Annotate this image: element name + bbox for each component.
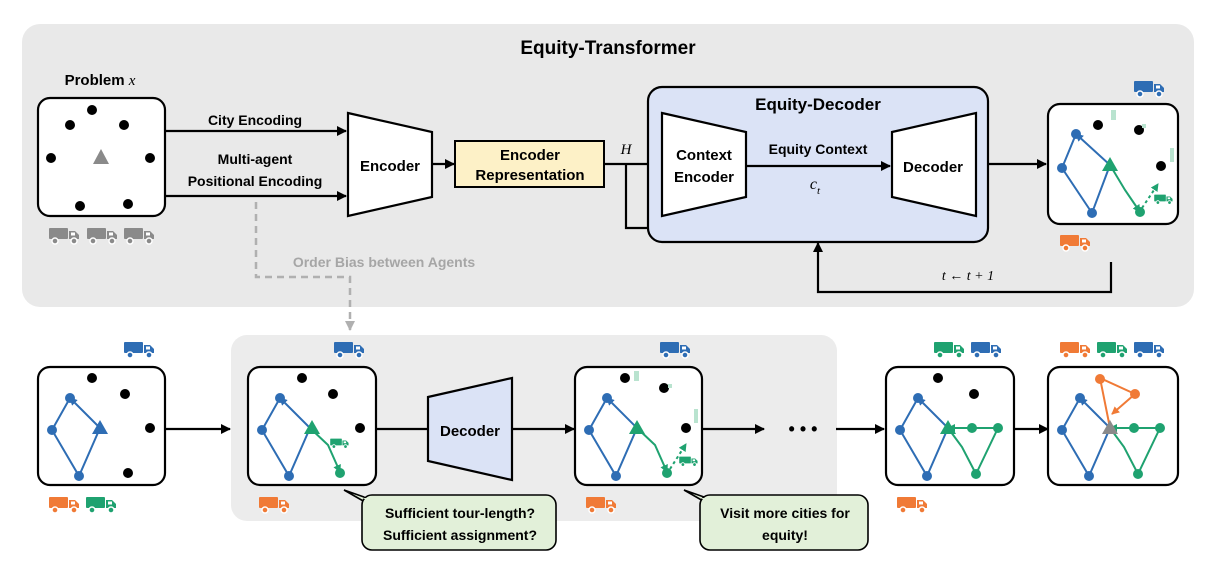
encoder-representation-line1: Encoder (500, 147, 560, 164)
ct-symbol: ct (810, 176, 821, 197)
truck-icon (124, 341, 155, 359)
callout-tour-length-line2: Sufficient assignment? (383, 527, 537, 543)
multi-agent-label-line1: Multi-agent (218, 151, 293, 167)
callout-equity: Visit more cities for equity! (683, 489, 869, 551)
city-node-icon (1093, 120, 1103, 130)
decoder-block (890, 111, 978, 218)
encoder-label: Encoder (360, 158, 420, 175)
problem-label: Problem x (65, 72, 136, 89)
solution-box-step4 (884, 365, 1016, 487)
equity-transformer-panel (22, 24, 1194, 307)
truck-icon (86, 496, 117, 514)
panel-title: Equity-Transformer (520, 38, 696, 59)
callout-tour-length: Sufficient tour-length? Sufficient assig… (343, 489, 557, 551)
city-node-icon (119, 120, 129, 130)
truck-icon (1097, 341, 1128, 359)
depot-triangle-icon (93, 149, 109, 164)
h-symbol: H (620, 142, 633, 158)
truck-icon (897, 496, 928, 514)
update-rule-label: t ← t + 1 (942, 269, 994, 284)
encoder-representation-box (454, 140, 605, 188)
city-node-icon (75, 201, 85, 211)
callout-equity-line2: equity! (762, 527, 808, 543)
partial-solution-box-top (1046, 102, 1180, 226)
problem-instance-box (36, 96, 167, 218)
callout-tour-length-line1: Sufficient tour-length? (385, 505, 535, 521)
depot-triangle-icon (1102, 157, 1118, 171)
multi-agent-label-line2: Positional Encoding (188, 173, 323, 189)
solution-box-step1 (36, 365, 167, 487)
decoder-block-bottom (426, 376, 514, 482)
encoder-block (346, 111, 434, 218)
truck-icon (1134, 341, 1165, 359)
order-bias-label: Order Bias between Agents (293, 254, 476, 270)
truck-icon (934, 341, 965, 359)
city-node-icon (1156, 161, 1166, 171)
equity-context-label: Equity Context (769, 141, 868, 157)
solution-box-step2 (246, 365, 378, 487)
city-node-icon (145, 153, 155, 163)
context-encoder-block (660, 111, 748, 218)
city-node-icon (65, 120, 75, 130)
final-solution-box (1046, 365, 1180, 487)
feedback-loop-arrow (813, 242, 1113, 294)
truck-icon (1060, 341, 1091, 359)
context-encoder-line1: Context (676, 147, 732, 164)
city-encoding-label: City Encoding (208, 112, 302, 128)
callout-equity-line1: Visit more cities for (720, 505, 850, 521)
order-bias-dashed-arrow (254, 202, 355, 331)
decoder-label-bottom: Decoder (440, 423, 500, 440)
truck-icon (49, 496, 80, 514)
city-node-icon (123, 199, 133, 209)
decoder-label: Decoder (903, 159, 963, 176)
encoder-representation-line2: Representation (475, 167, 584, 184)
ellipsis: • • • (789, 419, 818, 439)
equity-decoder-title: Equity-Decoder (755, 95, 881, 114)
city-node-icon (87, 105, 97, 115)
city-node-icon (1134, 125, 1144, 135)
city-node-icon (46, 153, 56, 163)
context-encoder-line2: Encoder (674, 169, 734, 186)
truck-icon (971, 341, 1002, 359)
solution-box-step3 (573, 365, 704, 487)
